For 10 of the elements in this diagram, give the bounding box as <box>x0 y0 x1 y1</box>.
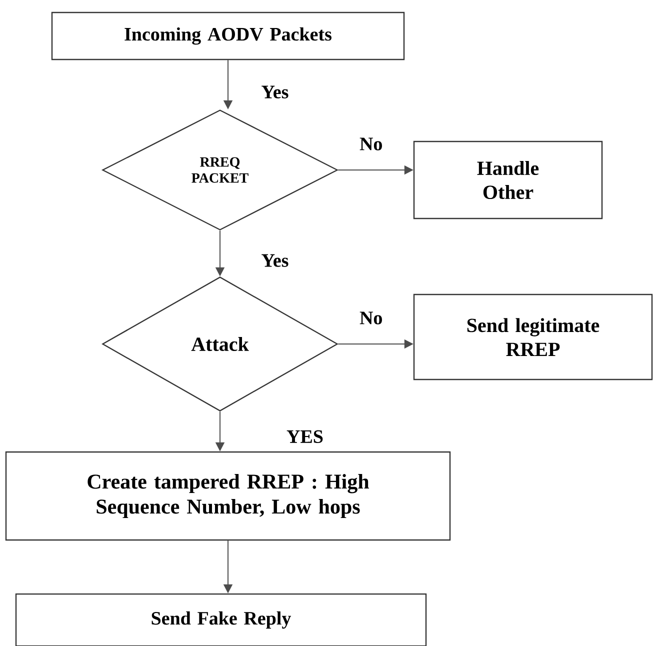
process-box: Create tampered RREP : High Sequence Number, Low hops <box>5 451 451 541</box>
edge-label: Yes <box>260 84 290 100</box>
process-box: Send Fake Reply <box>15 593 427 646</box>
edge-label: No <box>358 136 384 152</box>
edge-label: No <box>358 310 384 326</box>
process-box: Send legitimate RREP <box>413 294 653 380</box>
process-box: Incoming AODV Packets <box>51 12 405 60</box>
process-box: Handle Other <box>413 140 603 220</box>
edge-label: Yes <box>260 253 290 268</box>
edge-label: YES <box>286 429 324 444</box>
